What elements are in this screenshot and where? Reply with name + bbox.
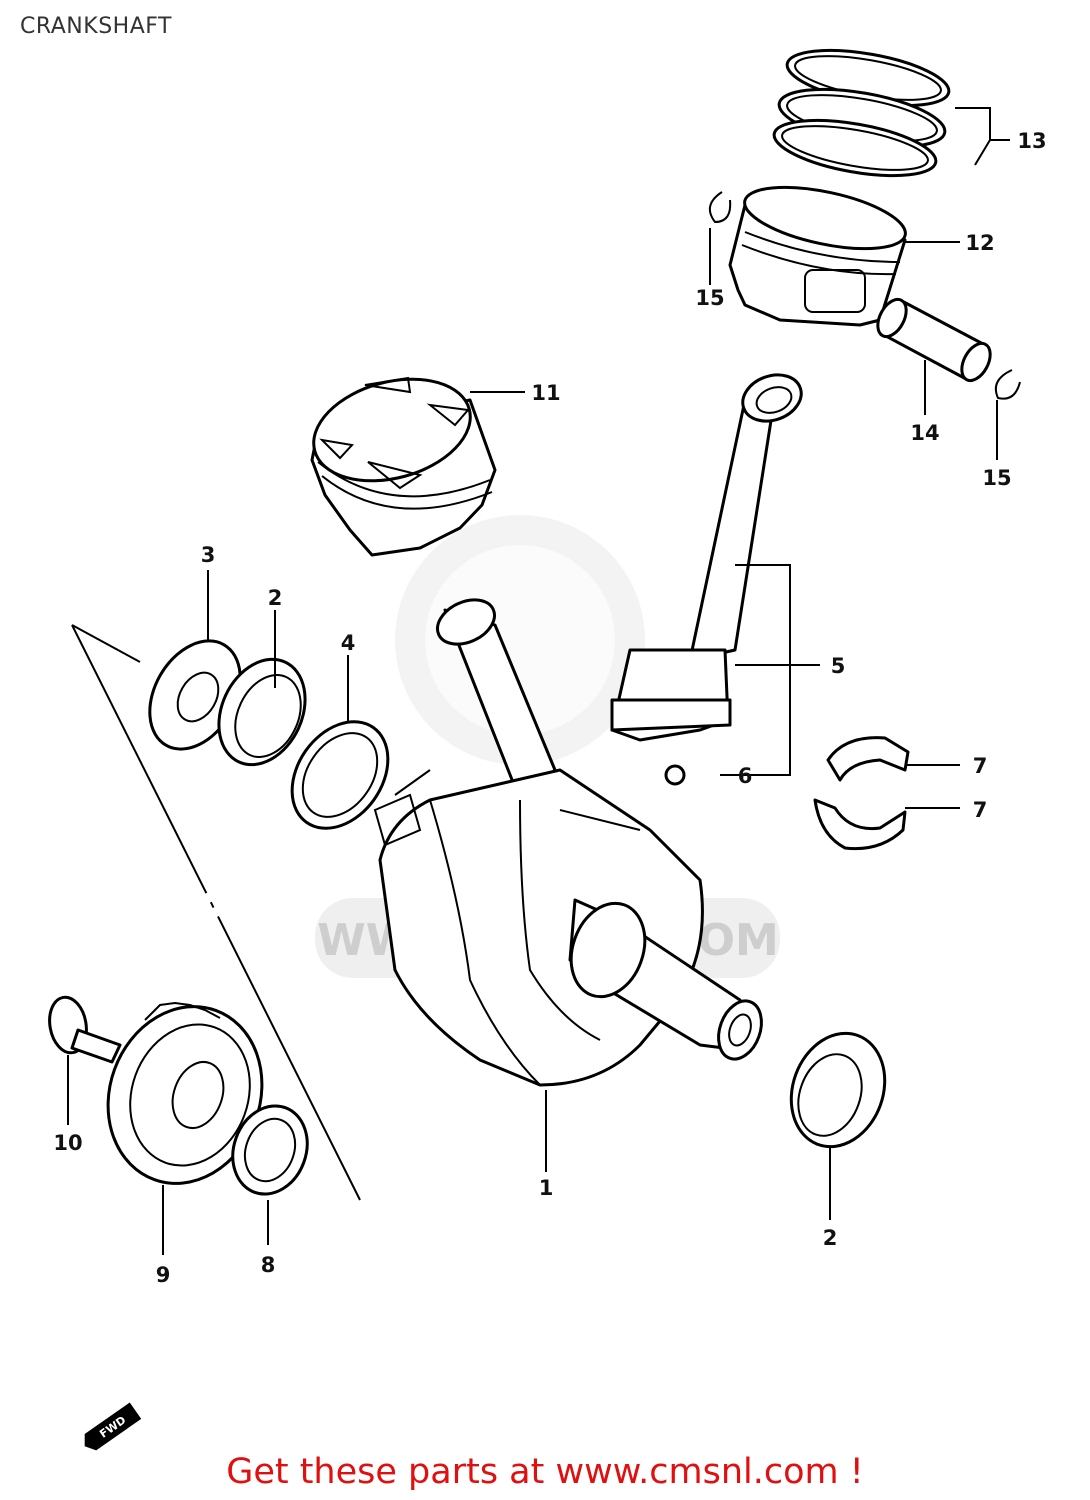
- piston-front: [310, 376, 497, 557]
- callout-8: 8: [261, 1253, 276, 1277]
- main-bearing-right: [789, 1031, 887, 1149]
- callout-2-right: 2: [823, 1226, 838, 1250]
- piston-pin: [876, 297, 992, 383]
- circlip-upper: [708, 191, 732, 224]
- reference-line-diagonal: [71, 624, 361, 1201]
- callout-13: 13: [1017, 129, 1046, 153]
- piston-rear: [728, 185, 907, 327]
- callout-3: 3: [201, 543, 216, 567]
- cta-link[interactable]: Get these parts at www.cmsnl.com !: [226, 1452, 864, 1492]
- rod-nut: [664, 764, 686, 786]
- shim: [290, 720, 390, 830]
- piston-rings: [772, 48, 951, 178]
- callout-15-lower: 15: [982, 466, 1011, 490]
- callout-9: 9: [156, 1263, 171, 1287]
- callout-6: 6: [738, 764, 753, 788]
- callout-10: 10: [53, 1131, 82, 1155]
- callout-1: 1: [539, 1176, 554, 1200]
- callout-2-left: 2: [268, 586, 283, 610]
- callout-11: 11: [531, 381, 560, 405]
- callout-7-upper: 7: [973, 754, 988, 778]
- callout-15-upper: 15: [695, 286, 724, 310]
- reference-line: [71, 624, 141, 663]
- callout-14: 14: [910, 421, 939, 445]
- callout-7-lower: 7: [973, 798, 988, 822]
- sprocket: [231, 1104, 309, 1196]
- callout-4: 4: [341, 631, 356, 655]
- bolt: [48, 995, 122, 1064]
- callout-12: 12: [965, 231, 994, 255]
- page-title: CRANKSHAFT: [20, 14, 172, 39]
- crankshaft: [373, 598, 763, 1087]
- fwd-arrow-icon: FWD: [84, 1402, 142, 1451]
- main-bearing-left: [217, 657, 307, 767]
- circlip-lower: [994, 369, 1021, 400]
- leader-lines: [67, 107, 1010, 1255]
- crankpin-bearing-shells: [813, 736, 910, 851]
- connecting-rod-rear: [610, 373, 803, 786]
- callout-5: 5: [831, 654, 846, 678]
